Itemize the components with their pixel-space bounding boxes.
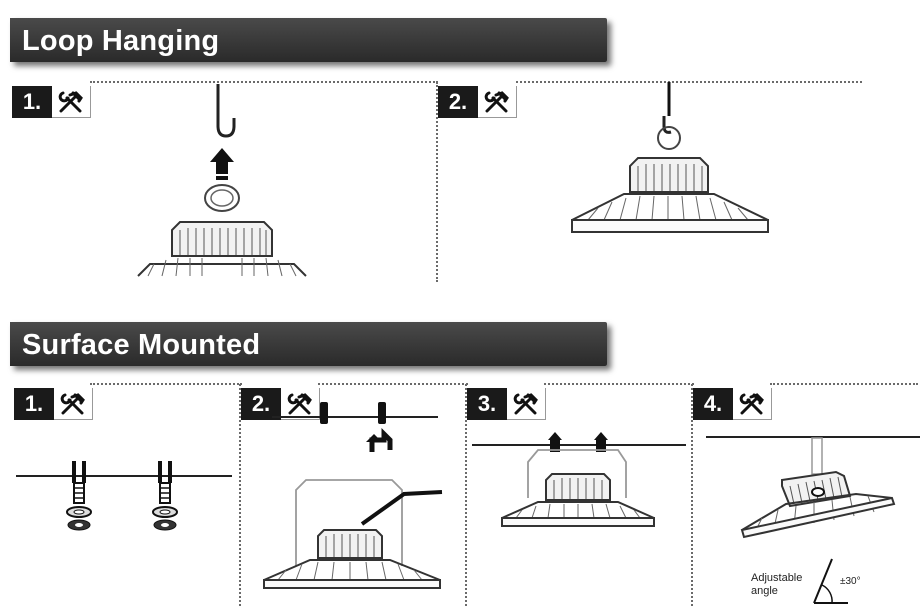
power-cable bbox=[360, 490, 443, 526]
hammer-wrench-icon bbox=[733, 388, 772, 420]
surface-step-4: 4. bbox=[693, 388, 772, 420]
divider bbox=[90, 383, 242, 385]
surface-mounted-banner: Surface Mounted bbox=[10, 322, 607, 366]
surface-step-3: 3. bbox=[467, 388, 546, 420]
divider bbox=[544, 383, 694, 385]
surface-step-1: 1. bbox=[14, 388, 93, 420]
hook-icon bbox=[662, 116, 672, 134]
adjustable-label-line2: angle bbox=[751, 585, 778, 597]
mounting-bracket bbox=[295, 479, 403, 566]
arrow-up-icon bbox=[548, 432, 562, 440]
adjustable-angle-label: Adjustable angle bbox=[751, 572, 802, 598]
loop-step-1-illustration bbox=[137, 84, 307, 277]
adjustable-label-line1: Adjustable bbox=[751, 572, 803, 584]
surface-step-4-illustration bbox=[706, 436, 920, 539]
step-number: 3. bbox=[467, 388, 507, 420]
divider bbox=[239, 384, 241, 606]
step-number: 1. bbox=[12, 86, 52, 118]
surface-step-3-illustration bbox=[472, 432, 686, 527]
hook-icon bbox=[216, 84, 236, 138]
angle-value: ±30° bbox=[840, 576, 861, 587]
divider bbox=[516, 81, 862, 83]
hammer-wrench-icon bbox=[281, 388, 320, 420]
step-number: 4. bbox=[693, 388, 733, 420]
step-number: 2. bbox=[438, 86, 478, 118]
surface-mounted-title: Surface Mounted bbox=[22, 329, 261, 361]
loop-hanging-banner: Loop Hanging bbox=[10, 18, 607, 62]
loop-step-1: 1. bbox=[12, 86, 91, 118]
arrow-up-icon bbox=[210, 148, 234, 174]
divider bbox=[770, 383, 918, 385]
divider bbox=[318, 383, 468, 385]
surface-step-2: 2. bbox=[241, 388, 320, 420]
angle-icon bbox=[813, 558, 848, 604]
hammer-wrench-icon bbox=[54, 388, 93, 420]
divider bbox=[436, 82, 438, 282]
loop-hanging-title: Loop Hanging bbox=[22, 25, 220, 57]
loop-step-2: 2. bbox=[438, 86, 517, 118]
divider bbox=[90, 81, 438, 83]
expansion-bolt-icon bbox=[66, 461, 92, 531]
divider bbox=[691, 384, 693, 606]
expansion-bolt-icon bbox=[152, 461, 178, 531]
mounting-bracket bbox=[527, 449, 627, 498]
hammer-wrench-icon bbox=[507, 388, 546, 420]
divider bbox=[465, 384, 467, 606]
arrow-up-icon bbox=[594, 432, 608, 440]
hammer-wrench-icon bbox=[478, 86, 517, 118]
surface-step-1-illustration bbox=[16, 461, 232, 531]
step-number: 2. bbox=[241, 388, 281, 420]
hammer-wrench-icon bbox=[52, 86, 91, 118]
step-number: 1. bbox=[14, 388, 54, 420]
surface-step-2-illustration bbox=[263, 402, 443, 589]
loop-step-2-illustration bbox=[571, 82, 769, 233]
